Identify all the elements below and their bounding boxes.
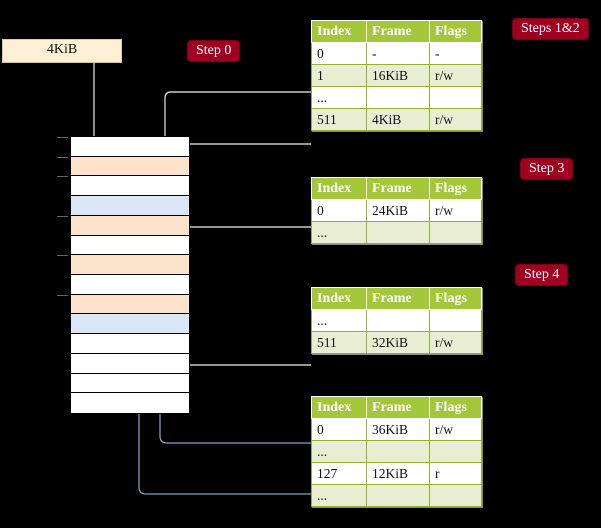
badge-step-0-label: Step 0 — [196, 43, 232, 58]
memory-row — [71, 255, 189, 275]
memory-row-tick — [57, 137, 68, 138]
badge-steps-1-2-label: Steps 1&2 — [521, 21, 580, 36]
column-header-frame: Frame — [366, 287, 430, 310]
4kib-label: 4KiB — [46, 42, 78, 57]
table-cell-flags — [429, 440, 482, 463]
column-header-index: Index — [311, 287, 367, 310]
physical-memory-column — [57, 136, 190, 414]
table-cell-frame: 16KiB — [366, 64, 430, 87]
memory-row — [71, 314, 189, 335]
table-cell-frame: - — [366, 42, 430, 65]
table-cell-index: 0 — [311, 199, 367, 222]
memory-row-tick — [57, 156, 68, 158]
column-header-frame: Frame — [366, 177, 430, 200]
column-header-flags: Flags — [429, 20, 482, 43]
table-cell-frame: 24KiB — [366, 199, 430, 222]
table-cell-index: 1 — [311, 64, 367, 87]
table-cell-flags: r — [429, 462, 482, 485]
memory-row — [71, 334, 189, 354]
table-cell-flags — [429, 309, 482, 332]
table-cell-frame: 32KiB — [366, 331, 430, 354]
table-cell-frame — [366, 309, 430, 332]
table-cell-index: ... — [311, 221, 367, 244]
table-cell-flags: r/w — [429, 418, 482, 441]
table-cell-frame — [366, 86, 430, 109]
table-row: ... — [311, 309, 482, 332]
table-row: ... — [311, 221, 482, 244]
badge-step-0: Step 0 — [188, 41, 240, 61]
table-cell-index: ... — [311, 86, 367, 109]
memory-row-tick — [57, 294, 68, 296]
column-header-flags: Flags — [429, 287, 482, 310]
memory-row — [71, 156, 189, 177]
memory-row — [71, 275, 189, 295]
column-header-flags: Flags — [429, 396, 482, 419]
memory-row — [71, 393, 189, 413]
table-cell-index: 0 — [311, 42, 367, 65]
table-cell-flags — [429, 221, 482, 244]
table-cell-frame: 4KiB — [366, 108, 430, 131]
badge-step-4: Step 4 — [516, 265, 568, 285]
badge-step-3: Step 3 — [521, 159, 573, 179]
table-row: ... — [311, 440, 482, 463]
memory-row-tick — [57, 215, 68, 217]
column-header-index: Index — [311, 396, 367, 419]
table-cell-index: 127 — [311, 462, 367, 485]
column-header-frame: Frame — [366, 396, 430, 419]
table-cell-flags — [429, 484, 482, 507]
badge-steps-1-2: Steps 1&2 — [513, 19, 588, 39]
memory-row-tick — [57, 255, 68, 257]
table-cell-index: 511 — [311, 108, 367, 131]
table-cell-index: 0 — [311, 418, 367, 441]
4kib-box: 4KiB — [2, 39, 122, 63]
table-cell-frame — [366, 440, 430, 463]
memory-row — [71, 235, 189, 256]
table-cell-flags: r/w — [429, 108, 482, 131]
table-cell-flags: r/w — [429, 199, 482, 222]
column-header-index: Index — [311, 177, 367, 200]
memory-row — [71, 294, 189, 315]
column-header-index: Index — [311, 20, 367, 43]
memory-row — [71, 176, 189, 197]
table-cell-index: ... — [311, 440, 367, 463]
table-cell-flags: - — [429, 42, 482, 65]
badge-step-4-label: Step 4 — [524, 267, 560, 282]
table-cell-index: ... — [311, 309, 367, 332]
table-cell-flags — [429, 86, 482, 109]
memory-row — [71, 215, 189, 236]
memory-row-tick — [57, 176, 68, 178]
table-row: 0-- — [311, 42, 482, 65]
badge-step-3-label: Step 3 — [529, 161, 565, 176]
table-cell-frame — [366, 484, 430, 507]
column-header-flags: Flags — [429, 177, 482, 200]
table-cell-index: 511 — [311, 331, 367, 354]
table-row: ... — [311, 86, 482, 109]
table-cell-flags: r/w — [429, 64, 482, 87]
table-cell-flags: r/w — [429, 331, 482, 354]
table-cell-frame — [366, 221, 430, 244]
table-cell-frame: 12KiB — [366, 462, 430, 485]
memory-row — [71, 353, 189, 374]
memory-row — [71, 373, 189, 394]
memory-row — [71, 196, 189, 216]
table-cell-index: ... — [311, 484, 367, 507]
column-header-frame: Frame — [366, 20, 430, 43]
memory-row — [71, 137, 189, 157]
table-cell-frame: 36KiB — [366, 418, 430, 441]
table-row: ... — [311, 484, 482, 507]
